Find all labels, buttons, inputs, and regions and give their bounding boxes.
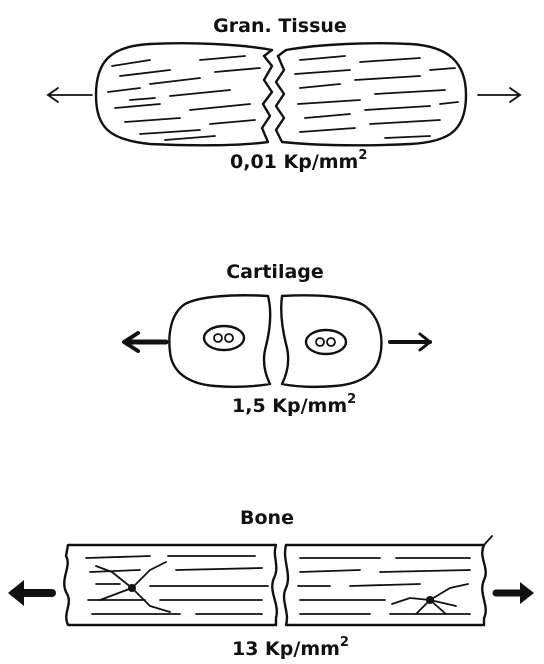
panel-cartilage: Cartilage 1,5 Kp/mm2 (124, 261, 430, 417)
right-tension-arrow-icon (496, 582, 534, 604)
strength-label-granulation-tissue: 0,01 Kp/mm2 (230, 148, 367, 173)
strength-label-bone: 13 Kp/mm2 (232, 635, 349, 660)
left-tension-arrow-icon (48, 88, 92, 102)
right-tension-arrow-icon (390, 334, 430, 350)
panel-bone: Bone 13 Kp/mm2 (8, 507, 534, 660)
granulation-tissue-left-half (96, 43, 272, 145)
panel-granulation-tissue: Gran. Tissue 0,01 Kp/mm2 (48, 15, 520, 173)
left-tension-arrow-icon (8, 580, 52, 606)
panel-title-granulation-tissue: Gran. Tissue (213, 15, 347, 37)
panel-title-cartilage: Cartilage (226, 261, 324, 283)
right-tension-arrow-icon (478, 88, 520, 102)
granulation-tissue-right-half (276, 43, 466, 145)
cartilage-right-half (281, 295, 381, 387)
bone-right-half (284, 536, 492, 625)
bone-left-half (64, 545, 277, 625)
strength-label-cartilage: 1,5 Kp/mm2 (232, 392, 356, 417)
left-tension-arrow-icon (124, 333, 166, 351)
panel-title-bone: Bone (240, 507, 294, 529)
cartilage-left-half (169, 295, 270, 387)
